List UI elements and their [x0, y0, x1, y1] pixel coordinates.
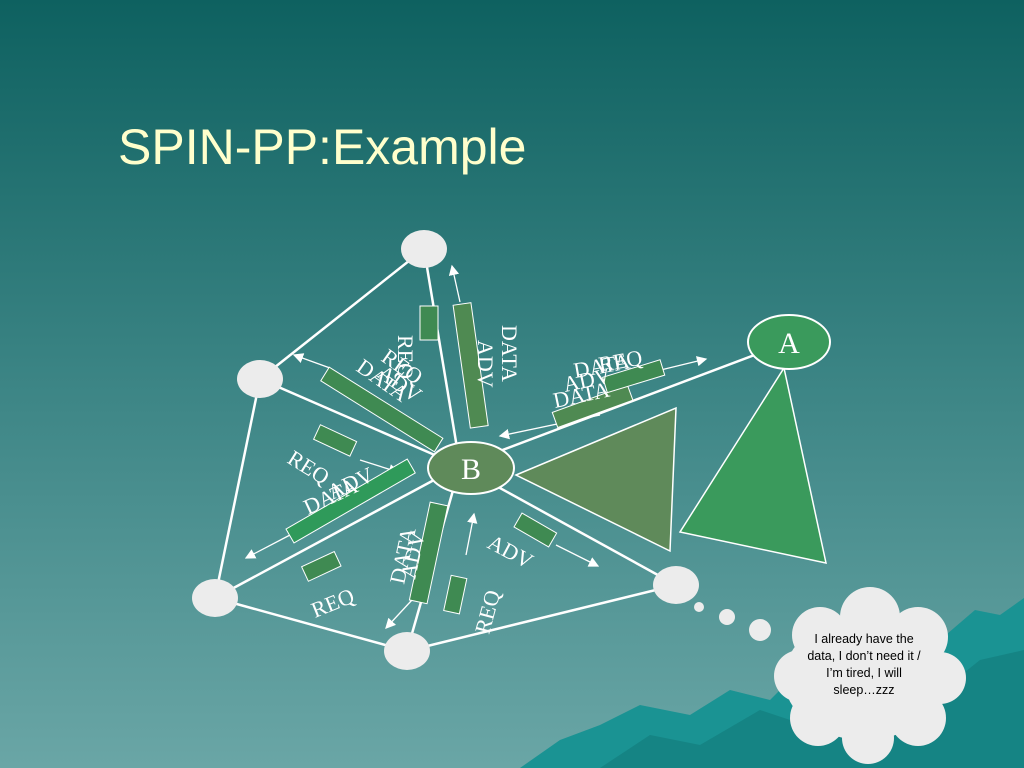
arrow: [465, 512, 478, 556]
thought-dot: [694, 602, 704, 612]
label-bottom-left-req: REQ: [308, 583, 358, 623]
sensor-node-bottom: [384, 632, 430, 670]
thought-dot: [719, 609, 735, 625]
label-top-data: DATA: [497, 325, 522, 382]
thought-dot: [749, 619, 771, 641]
message-arrows: [244, 264, 708, 629]
arrow: [448, 264, 461, 303]
edge: [422, 248, 462, 467]
message-bar: [285, 458, 416, 544]
message-bar: [320, 366, 444, 453]
arrow: [385, 599, 413, 629]
node-a: [747, 314, 831, 370]
arrow: [292, 353, 331, 369]
network-nodes: A B: [192, 230, 831, 670]
thought-bubble-text: I already have the data, I don’t need it…: [807, 632, 921, 697]
message-bar: [513, 512, 558, 548]
message-bar: [443, 574, 468, 615]
thought-cloud: [774, 587, 966, 764]
node-b-label: B: [461, 453, 481, 486]
node-a-data-triangle: [678, 366, 827, 564]
message-bar: [551, 384, 634, 429]
thought-bubble: [694, 587, 966, 764]
arrow: [244, 534, 291, 559]
message-bar: [602, 359, 666, 394]
message-bar: [419, 305, 439, 341]
edge: [259, 248, 425, 380]
sensor-node-right-bottom: [653, 566, 699, 604]
label-top-adv: ADV: [473, 340, 498, 388]
sensor-node-top: [401, 230, 447, 268]
edge: [213, 378, 262, 599]
message-bar: [312, 424, 358, 457]
slide-title: SPIN-PP:Example: [118, 119, 527, 175]
sensor-node-left-upper: [237, 360, 283, 398]
message-bars: [285, 302, 666, 615]
edge: [214, 596, 408, 653]
edge: [406, 583, 677, 653]
message-bar: [300, 550, 342, 582]
data-triangle: [514, 406, 677, 553]
edge: [214, 464, 461, 600]
label-top-req: REQ: [393, 335, 418, 379]
node-b: [427, 441, 515, 495]
edge: [259, 377, 461, 468]
message-bar: [408, 501, 449, 605]
message-bar: [452, 302, 489, 429]
sensor-node-left-lower: [192, 579, 238, 617]
edge: [459, 340, 790, 468]
arrow: [555, 544, 600, 567]
node-a-label: A: [778, 327, 800, 360]
